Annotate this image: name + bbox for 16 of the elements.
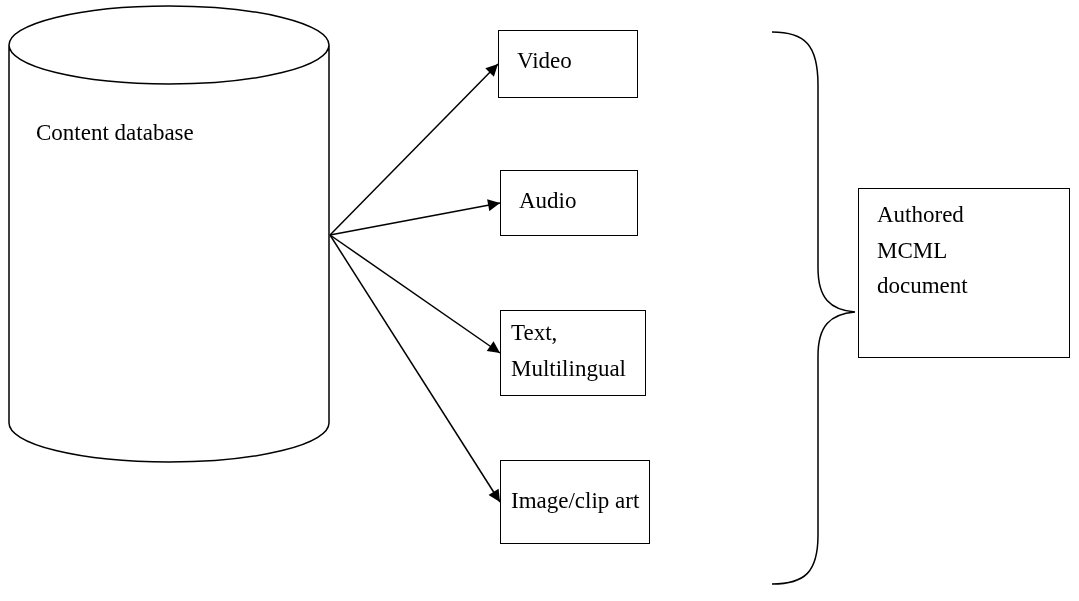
node-label: Text, Multilingual bbox=[511, 319, 627, 383]
arrow bbox=[329, 234, 501, 354]
node-label: Audio bbox=[519, 187, 578, 215]
process-box bbox=[500, 460, 650, 544]
process-box bbox=[500, 310, 646, 396]
process-box bbox=[858, 188, 1070, 358]
arrow bbox=[329, 63, 499, 236]
arrow bbox=[329, 234, 501, 503]
node-label: Content database bbox=[36, 119, 195, 147]
node-label: Image/clip art bbox=[511, 487, 641, 515]
node-label: Authored MCML document bbox=[877, 201, 969, 301]
process-box bbox=[498, 30, 638, 98]
arrow bbox=[329, 199, 501, 236]
process-box bbox=[500, 170, 638, 236]
node-label: Video bbox=[517, 47, 573, 75]
database-cylinder bbox=[8, 5, 330, 463]
